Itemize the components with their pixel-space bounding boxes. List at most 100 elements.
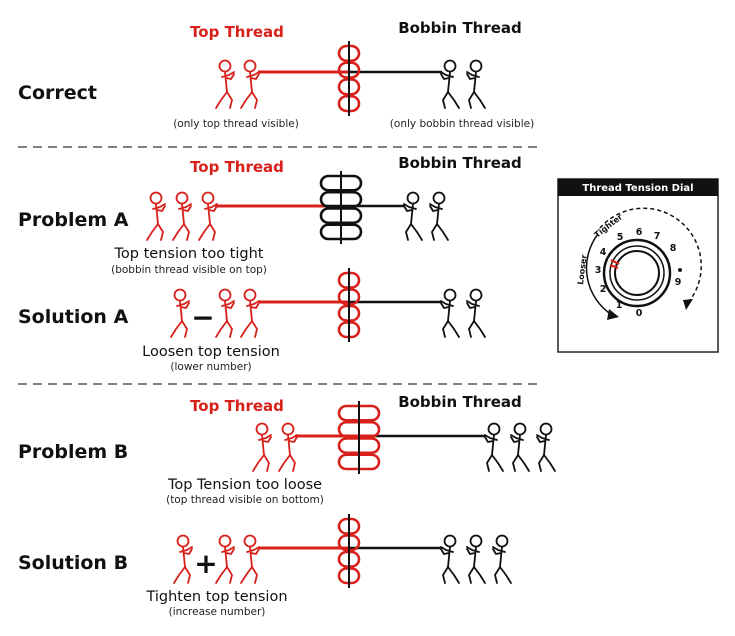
- figure-leg: [198, 223, 211, 241]
- figure-head: [255, 422, 269, 436]
- figure-arm: [250, 302, 260, 309]
- figure-leg: [251, 566, 258, 584]
- figure-leg: [442, 320, 449, 338]
- figure-leg: [442, 91, 449, 109]
- figure-leg: [431, 223, 438, 241]
- note-bobbin-visible: (only bobbin thread visible): [390, 118, 534, 130]
- stick-figure: [466, 59, 486, 109]
- dial-title: Thread Tension Dial: [582, 183, 693, 194]
- figure-arm: [262, 436, 272, 443]
- figure-leg: [215, 320, 228, 338]
- figure-head: [243, 288, 257, 302]
- figure-arm: [178, 203, 192, 210]
- figure-leg: [447, 91, 460, 109]
- figure-leg: [251, 320, 258, 338]
- figure-arm: [466, 302, 476, 309]
- row-label-problem-a: Problem A: [18, 209, 129, 231]
- stick-figure: [172, 191, 192, 241]
- dial-number-5: 5: [617, 232, 624, 243]
- stick-figure: [429, 191, 449, 241]
- figure-leg: [215, 566, 228, 584]
- figure-head: [432, 191, 446, 205]
- figure-leg: [251, 91, 258, 109]
- sub-solution-a: (lower number): [170, 361, 251, 373]
- figure-leg: [181, 320, 188, 338]
- top-pullers: [170, 288, 190, 338]
- stick-figure: [466, 534, 486, 584]
- fabric-stitch-coil: [337, 268, 361, 342]
- figure-head: [149, 191, 163, 205]
- figure-arm: [440, 546, 454, 553]
- row-problem-a: Top Thread Bobbin Thread Problem A Top t…: [18, 154, 522, 276]
- figure-leg: [473, 566, 486, 584]
- looser-arrow-icon: [607, 309, 619, 320]
- bobbin-pullers: [484, 422, 556, 472]
- stick-figure: [173, 534, 193, 584]
- row-label-solution-b: Solution B: [18, 552, 128, 574]
- dial-dot: [678, 268, 682, 272]
- figure-leg: [499, 566, 512, 584]
- figure-leg: [543, 454, 556, 472]
- top-thread-header: Top Thread: [190, 397, 284, 415]
- figure-leg: [410, 223, 423, 241]
- bobbin-pullers: [440, 59, 486, 109]
- fabric-stitch-coil: [337, 41, 361, 116]
- sub-problem-a: (bobbin thread visible on top): [111, 264, 267, 276]
- stick-figure: [146, 191, 166, 241]
- figure-arm: [440, 302, 450, 309]
- figure-leg: [486, 454, 493, 472]
- figure-head: [173, 288, 187, 302]
- figure-head: [201, 191, 215, 205]
- figure-arm: [225, 302, 235, 309]
- figure-leg: [184, 566, 191, 584]
- figure-arm: [466, 71, 480, 78]
- figure-leg: [491, 454, 504, 472]
- bobbin-pullers: [440, 534, 512, 584]
- figure-leg: [170, 320, 183, 338]
- figure-arm: [246, 546, 260, 553]
- sub-solution-b: (increase number): [169, 606, 266, 618]
- caption-problem-b: Top Tension too loose: [167, 477, 322, 493]
- tighter-arrow-icon: [683, 299, 693, 310]
- figure-head: [539, 422, 553, 436]
- figure-head: [469, 288, 483, 302]
- dial-number-8: 8: [670, 243, 677, 254]
- caption-solution-a: Loosen top tension: [142, 344, 280, 360]
- figure-leg: [172, 223, 185, 241]
- figure-leg: [468, 320, 475, 338]
- figure-arm: [179, 546, 193, 553]
- stick-figure: [278, 422, 298, 472]
- figure-arm: [225, 548, 235, 555]
- figure-leg: [240, 566, 253, 584]
- stick-figure: [440, 59, 460, 109]
- row-solution-a: Solution A − Loosen top tension (lower n…: [18, 268, 486, 373]
- figure-leg: [538, 454, 545, 472]
- figure-head: [406, 191, 420, 205]
- figure-leg: [494, 566, 501, 584]
- bobbin-thread-header: Bobbin Thread: [398, 19, 522, 37]
- fabric-stitch-coil: [319, 171, 363, 244]
- figure-arm: [466, 548, 476, 555]
- plus-symbol: +: [194, 547, 217, 580]
- figure-arm: [536, 434, 550, 441]
- figure-head: [218, 288, 232, 302]
- dial-title-bar: [558, 179, 718, 196]
- stick-figure: [536, 422, 556, 472]
- figure-head: [281, 422, 295, 436]
- figure-head: [487, 422, 501, 436]
- figure-arm: [510, 436, 520, 443]
- stick-figure: [215, 534, 235, 584]
- figure-head: [443, 59, 457, 73]
- figure-head: [469, 534, 483, 548]
- figure-head: [243, 59, 257, 73]
- figure-arm: [183, 548, 193, 555]
- dial-number-7: 7: [654, 231, 661, 242]
- figure-leg: [473, 91, 486, 109]
- figure-arm: [221, 546, 235, 553]
- top-pullers: [215, 59, 260, 109]
- figure-leg: [215, 91, 228, 109]
- row-problem-b: Top Thread Bobbin Thread Problem B Top T…: [18, 393, 556, 506]
- tighter-arc: [599, 207, 702, 305]
- row-correct: Top Thread Bobbin Thread Correct (only t…: [18, 19, 534, 130]
- figure-arm: [246, 71, 260, 78]
